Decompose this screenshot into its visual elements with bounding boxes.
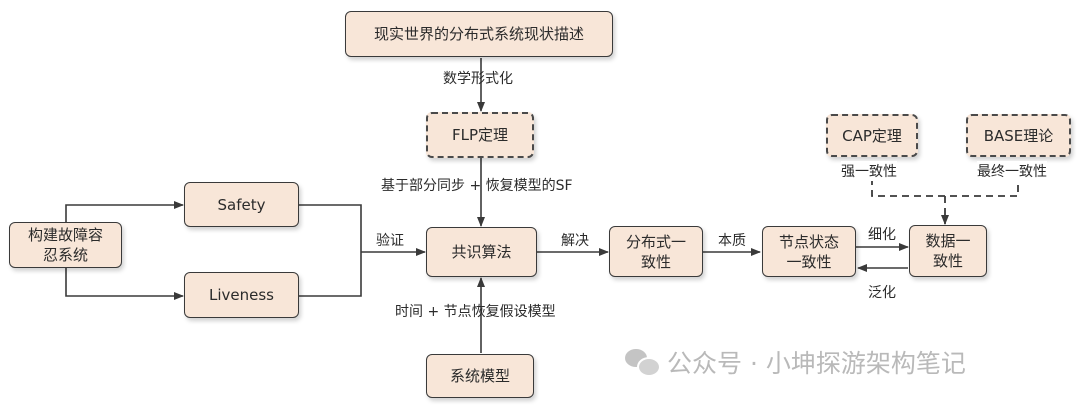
node-dist-consistency: 分布式一 致性 (609, 226, 703, 277)
label-eventual: 最终一致性 (977, 161, 1047, 181)
watermark: 公众号 · 小坤探游架构笔记 (625, 344, 966, 380)
node-liveness: Liveness (184, 272, 299, 318)
label-model-consensus: 时间 + 节点恢复假设模型 (395, 304, 556, 320)
node-flp: FLP定理 (426, 112, 534, 158)
label-refine: 细化 (868, 227, 896, 243)
node-node-consistency: 节点状态 一致性 (762, 226, 856, 277)
wechat-icon (625, 347, 661, 377)
label-verify: 验证 (376, 233, 404, 249)
label-essence: 本质 (718, 233, 746, 249)
label-generalize: 泛化 (868, 285, 896, 301)
node-cap: CAP定理 (826, 114, 918, 157)
node-top-desc: 现实世界的分布式系统现状描述 (345, 11, 613, 57)
edge-fault-safety (65, 201, 184, 222)
edge-safety-merge (299, 204, 362, 297)
node-base: BASE理论 (966, 114, 1071, 157)
node-system-model: 系统模型 (426, 354, 534, 398)
watermark-text: 公众号 · 小坤探游架构笔记 (667, 349, 966, 378)
label-formalize: 数学形式化 (443, 71, 513, 87)
node-safety: Safety (184, 182, 299, 227)
node-consensus: 共识算法 (426, 227, 537, 277)
label-flp-consensus: 基于部分同步 + 恢复模型的SF (381, 178, 573, 194)
label-solve: 解决 (561, 233, 589, 249)
label-strong: 强一致性 (841, 161, 897, 181)
node-data-consistency: 数据一 致性 (909, 225, 987, 277)
node-fault-tolerance: 构建故障容 忍系统 (9, 222, 122, 268)
edge-fault-liveness (65, 268, 184, 300)
